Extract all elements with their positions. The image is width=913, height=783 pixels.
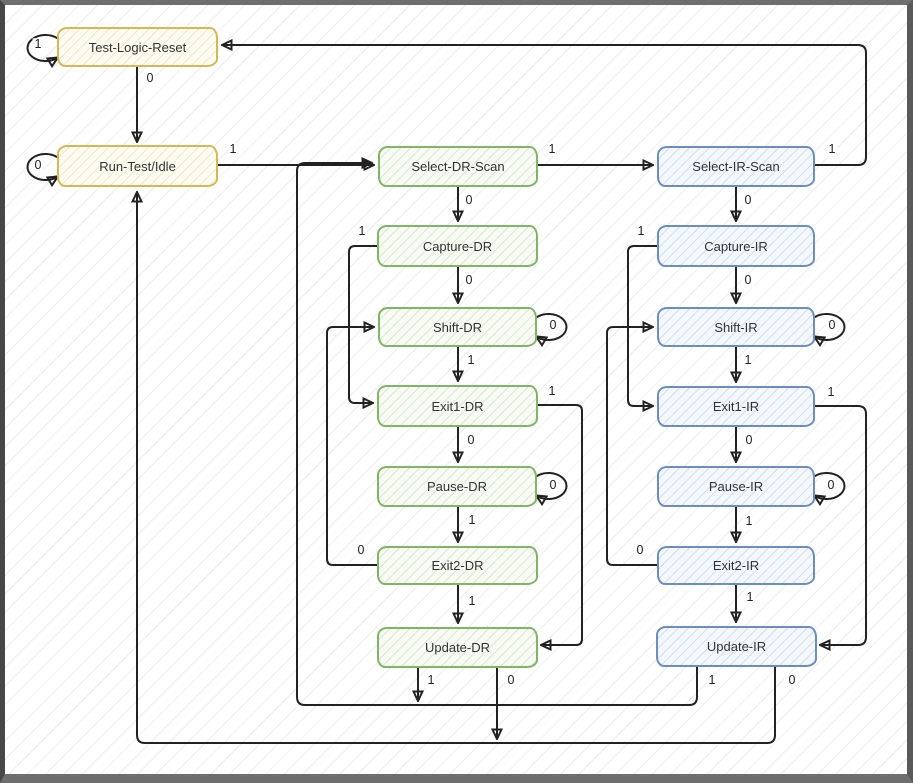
transition-label: 0: [463, 273, 475, 288]
state-exit2-ir[interactable]: Exit2-IR: [657, 546, 815, 585]
transition-label: 0: [547, 318, 559, 333]
state-label: Shift-DR: [432, 319, 483, 335]
transition-label: 0: [742, 193, 754, 208]
transition-label: 1: [826, 142, 838, 157]
transition-label: 0: [355, 543, 367, 558]
state-update-dr[interactable]: Update-DR: [377, 627, 538, 668]
transition-label: 1: [425, 673, 437, 688]
transition-label: 0: [144, 71, 156, 86]
state-pause-dr[interactable]: Pause-DR: [377, 466, 537, 507]
transition-label: 1: [743, 514, 755, 529]
state-label: Exit2-DR: [431, 558, 484, 573]
state-exit2-dr[interactable]: Exit2-DR: [377, 546, 538, 585]
state-label: Run-Test/Idle: [99, 158, 176, 174]
transition-label: 1: [744, 590, 756, 605]
edge-exit1ir-1-updateir: [814, 405, 867, 645]
transition-label: 0: [463, 193, 475, 208]
transition-label: 0: [786, 673, 798, 688]
state-label: Capture-IR: [704, 238, 768, 254]
transition-label: 1: [546, 142, 558, 157]
state-label: Exit2-IR: [712, 558, 760, 573]
edge-capir-1-exit1ir: [627, 245, 658, 406]
state-label: Pause-IR: [708, 479, 764, 494]
transition-label: 0: [547, 478, 559, 493]
state-label: Capture-DR: [422, 238, 493, 254]
transition-label: 1: [706, 673, 718, 688]
transition-label: 0: [634, 543, 646, 558]
transition-label: 1: [356, 224, 368, 239]
transition-label: 1: [227, 142, 239, 157]
state-label: Exit1-DR: [431, 398, 484, 414]
state-capture-ir[interactable]: Capture-IR: [657, 225, 815, 267]
state-label: Update-IR: [706, 639, 767, 654]
transition-label: 0: [825, 478, 837, 493]
transition-label: 1: [635, 224, 647, 239]
state-shift-ir[interactable]: Shift-IR: [657, 307, 815, 347]
edge-exit2ir-0-shiftir: [606, 327, 658, 566]
transition-label: 1: [546, 384, 558, 399]
state-test-logic-reset[interactable]: Test-Logic-Reset: [57, 27, 218, 67]
state-capture-dr[interactable]: Capture-DR: [377, 225, 538, 267]
state-exit1-dr[interactable]: Exit1-DR: [377, 385, 538, 427]
transition-label: 1: [466, 594, 478, 609]
state-label: Test-Logic-Reset: [88, 39, 187, 55]
transition-label: 0: [465, 433, 477, 448]
transition-label: 1: [465, 353, 477, 368]
transition-label: 1: [32, 37, 44, 52]
transition-label: 1: [742, 353, 754, 368]
edge-capdr-1-exit1dr: [348, 245, 378, 403]
state-label: Update-DR: [424, 640, 491, 655]
edge-exit1dr-1-updatedr: [537, 404, 583, 645]
transition-label: 1: [825, 385, 837, 400]
transition-label: 0: [32, 158, 44, 173]
state-label: Select-DR-Scan: [411, 159, 505, 174]
state-select-dr-scan[interactable]: Select-DR-Scan: [378, 146, 538, 187]
state-pause-ir[interactable]: Pause-IR: [657, 466, 815, 507]
state-label: Pause-DR: [427, 479, 487, 494]
edge-exit2dr-0-shiftdr: [326, 327, 378, 566]
transition-label: 0: [743, 433, 755, 448]
transition-label: 0: [826, 318, 838, 333]
state-exit1-ir[interactable]: Exit1-IR: [657, 386, 815, 427]
state-shift-dr[interactable]: Shift-DR: [378, 307, 537, 347]
transition-label: 0: [742, 273, 754, 288]
state-select-ir-scan[interactable]: Select-IR-Scan: [657, 146, 815, 187]
transition-label: 1: [466, 513, 478, 528]
state-label: Select-IR-Scan: [692, 159, 780, 174]
state-label: Shift-IR: [714, 319, 758, 335]
state-update-ir[interactable]: Update-IR: [656, 626, 817, 667]
state-label: Exit1-IR: [712, 399, 760, 414]
state-run-test-idle[interactable]: Run-Test/Idle: [57, 145, 218, 187]
transition-label: 0: [505, 673, 517, 688]
